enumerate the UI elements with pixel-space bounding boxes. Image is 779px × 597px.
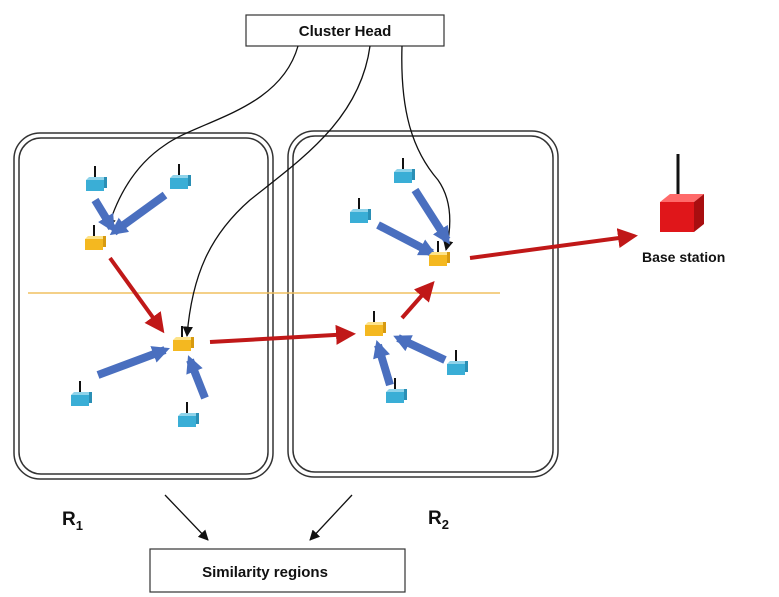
member-arrow — [186, 355, 209, 400]
member-arrow — [376, 221, 437, 257]
data-arrow-ch3-to-base — [469, 228, 638, 260]
sensor-node — [71, 381, 92, 406]
region-r1-label: R1 — [62, 509, 83, 533]
pointer-to-ch1 — [105, 45, 299, 229]
region-r2-label: R2 — [428, 508, 449, 532]
member-arrow — [91, 197, 116, 233]
sensor-node — [86, 166, 107, 191]
sensor-nodes — [71, 158, 468, 427]
data-arrow-ch4-to-ch3 — [400, 281, 435, 320]
cluster-head-node — [173, 326, 194, 351]
similarity-regions-label-box: Similarity regions — [149, 548, 406, 593]
member-arrow — [373, 339, 394, 387]
region-r2-box — [287, 130, 559, 478]
similarity-regions-label: Similarity regions — [202, 564, 328, 581]
sensor-node — [394, 158, 415, 183]
svg-text:R2: R2 — [428, 508, 449, 532]
svg-text:R1: R1 — [62, 509, 83, 533]
pointer-to-ch2 — [182, 45, 371, 338]
similarity-pointers — [164, 494, 353, 541]
data-arrows — [108, 228, 638, 345]
region-r1-box — [13, 132, 274, 480]
member-arrow — [411, 187, 451, 245]
pointer-to-ch3 — [401, 45, 454, 252]
member-arrow — [393, 334, 447, 364]
member-arrows — [91, 187, 451, 400]
sensor-node — [447, 350, 468, 375]
member-arrow — [109, 191, 168, 236]
cluster-head-label-box: Cluster Head — [245, 14, 445, 47]
cluster-head-node — [365, 311, 386, 336]
base-station-icon — [660, 154, 704, 232]
data-arrow-ch1-to-ch2 — [108, 256, 165, 334]
member-arrow — [96, 346, 170, 379]
data-arrow-ch2-to-ch4 — [209, 324, 356, 345]
sensor-node — [386, 378, 407, 403]
cluster-head-nodes — [85, 225, 450, 351]
sensor-node — [350, 198, 371, 223]
cluster-head-node — [85, 225, 106, 250]
cluster-head-pointers — [105, 45, 454, 338]
cluster-head-node — [429, 241, 450, 266]
base-station-label: Base station — [642, 249, 725, 265]
cluster-head-label: Cluster Head — [299, 23, 392, 40]
sensor-node — [170, 164, 191, 189]
sensor-node — [178, 402, 199, 427]
